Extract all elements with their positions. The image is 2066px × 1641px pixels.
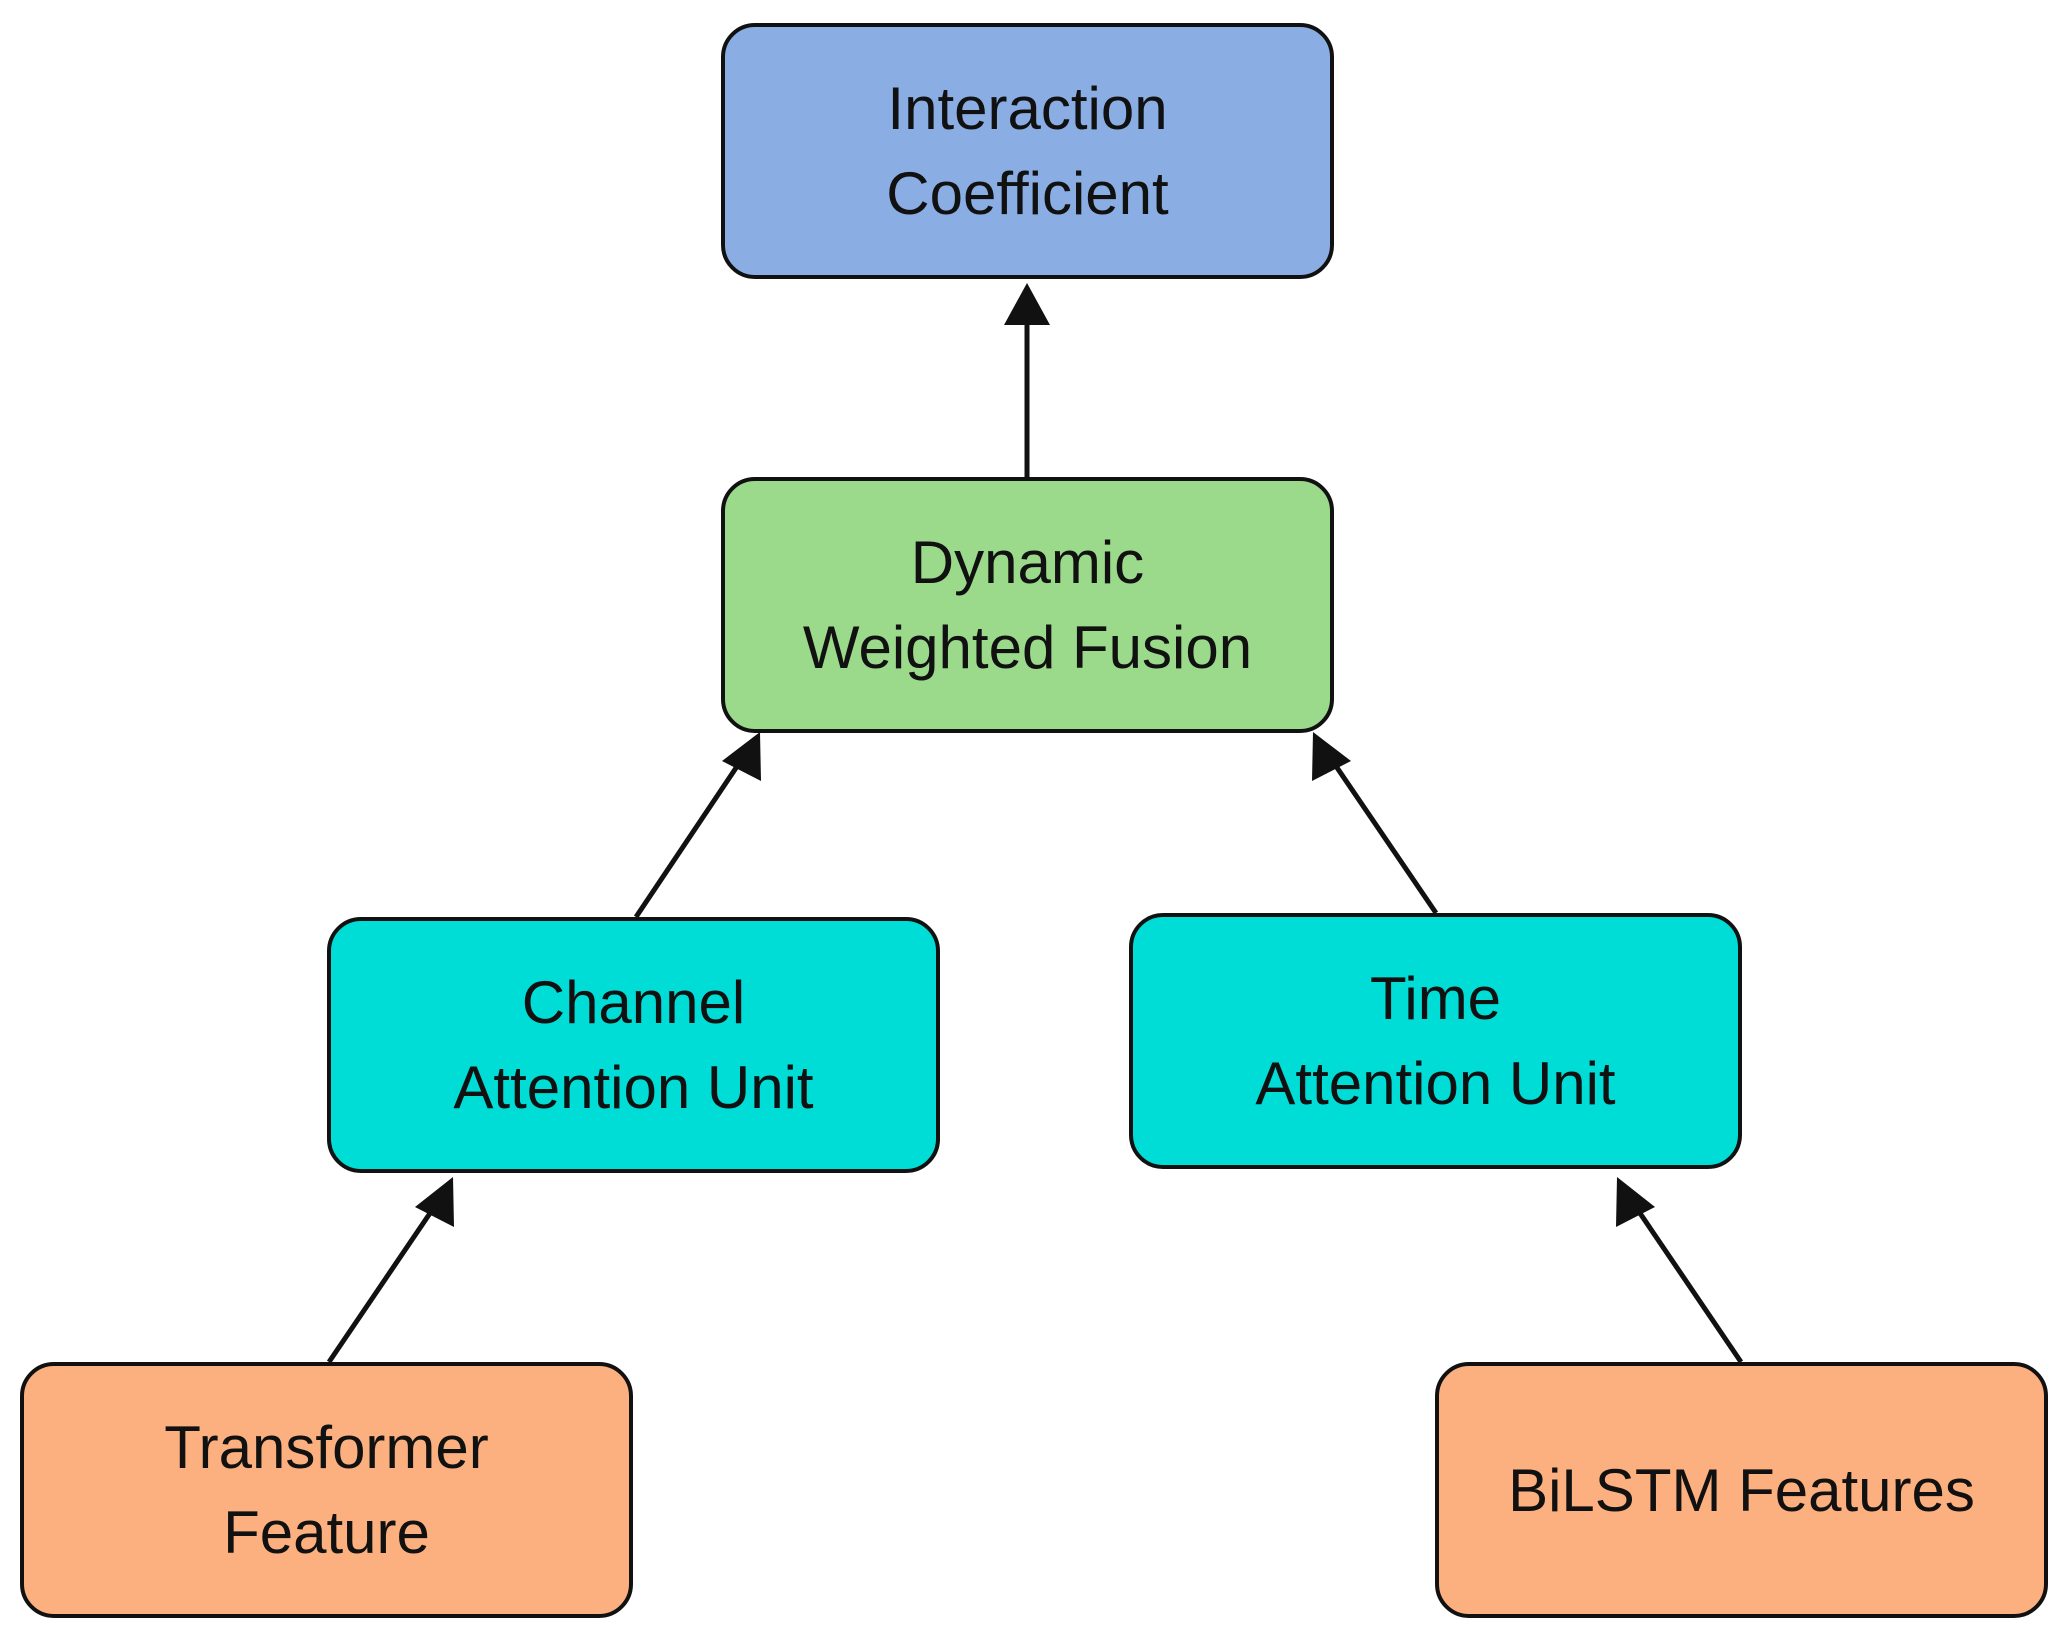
arrowhead-time-to-fusion: [1312, 732, 1351, 781]
time-attention-unit-label-line-1: Time: [1369, 965, 1502, 1032]
interaction-coefficient-label-line-2: Coefficient: [886, 160, 1169, 227]
arrow-channel-to-fusion: [633, 748, 751, 919]
arrow-time-to-fusion: [1322, 748, 1439, 915]
channel-attention-unit-label-line-1: Channel: [521, 969, 746, 1036]
arrow-transformer-to-channel: [326, 1195, 444, 1364]
channel-attention-unit-node: Channel Attention Unit: [327, 917, 940, 1173]
transformer-feature-node: Transformer Feature: [20, 1362, 633, 1618]
dynamic-weighted-fusion-node: Dynamic Weighted Fusion: [721, 477, 1334, 733]
arrowhead-fusion-to-interaction: [1004, 283, 1050, 325]
arrowhead-transformer-to-channel: [415, 1177, 454, 1227]
bilstm-features-node: BiLSTM Features: [1435, 1362, 2048, 1618]
time-attention-unit-label-line-2: Attention Unit: [1255, 1050, 1616, 1117]
channel-attention-unit-label-line-2: Attention Unit: [453, 1054, 814, 1121]
dynamic-weighted-fusion-label-line-2: Weighted Fusion: [802, 614, 1253, 681]
interaction-coefficient-node: Interaction Coefficient: [721, 23, 1334, 279]
time-attention-unit-node: Time Attention Unit: [1129, 913, 1742, 1169]
transformer-feature-label-line-2: Feature: [223, 1499, 430, 1566]
arrowhead-channel-to-fusion: [722, 732, 761, 781]
interaction-coefficient-label-line-1: Interaction: [887, 75, 1168, 142]
bilstm-features-label-line-1: BiLSTM Features: [1508, 1456, 1975, 1524]
arrowhead-bilstm-to-time: [1616, 1177, 1655, 1227]
transformer-feature-label-line-1: Transformer: [164, 1414, 489, 1481]
arrow-bilstm-to-time: [1626, 1195, 1744, 1364]
dynamic-weighted-fusion-label-line-1: Dynamic: [910, 529, 1145, 596]
